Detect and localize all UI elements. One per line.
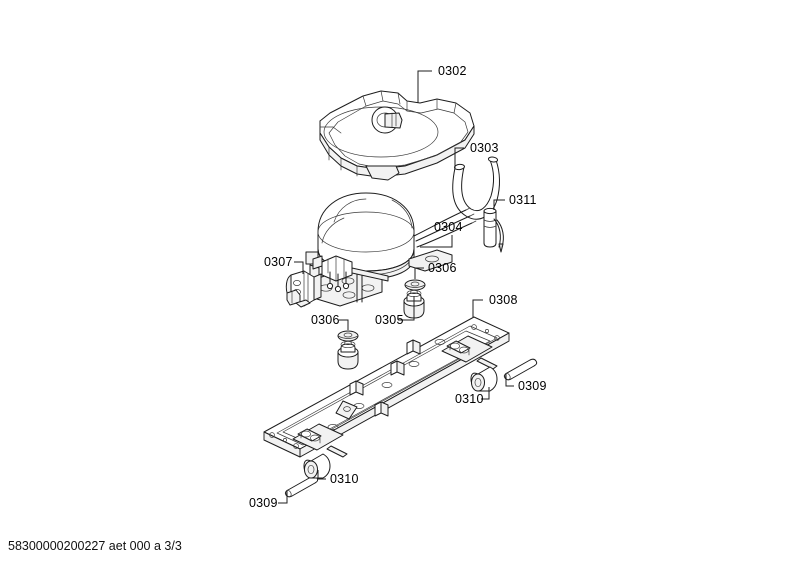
callout-mounting-rail: 0308 <box>472 293 518 317</box>
callout-rail-bushing-lower: 0310 <box>317 470 359 486</box>
leader-line-0309-10 <box>278 491 288 504</box>
leader-line-0302-0 <box>417 70 432 103</box>
part-number-label: 0309 <box>249 496 278 510</box>
part-relay-box-0307 <box>285 270 322 308</box>
part-number-label: 0305 <box>375 313 404 327</box>
callout-mounting-washer-upper: 0306 <box>414 261 457 279</box>
part-number-label: 0307 <box>264 255 293 269</box>
leader-line-0303-1 <box>454 147 464 168</box>
leader-line-0311-12 <box>493 199 505 210</box>
part-rail-bushing-upper-0310 <box>470 366 498 392</box>
part-number-label: 0310 <box>330 472 359 486</box>
part-washer-grommet-lower <box>337 330 359 370</box>
callout-rail-pin-lower: 0309 <box>249 491 288 510</box>
leader-line-0310-11 <box>317 470 326 480</box>
callout-mounting-washer-lower: 0306 <box>311 313 349 330</box>
part-rail-pin-upper-0309 <box>503 358 538 381</box>
leader-line-0309-8 <box>505 374 514 387</box>
callout-relay-starter-box: 0307 <box>264 255 304 274</box>
leader-line-0308-7 <box>472 299 483 317</box>
part-number-label: 0306 <box>311 313 340 327</box>
leader-line-0306-5 <box>339 319 349 330</box>
part-capacitor-0311 <box>483 207 504 253</box>
callout-mounting-grommet: 0305 <box>375 296 415 327</box>
part-number-label: 0309 <box>518 379 547 393</box>
callout-rail-pin-upper: 0309 <box>505 374 547 393</box>
part-number-label: 0303 <box>470 141 499 155</box>
drawing-footer-code: 58300000200227 aet 000 a 3/3 <box>8 539 182 553</box>
callout-capacitor: 0311 <box>493 193 537 210</box>
part-rail-pin-lower-0309 <box>284 475 319 498</box>
part-number-label: 0308 <box>489 293 518 307</box>
leader-line-0304-2 <box>420 235 453 248</box>
part-rail-bushing-lower-0310 <box>303 453 331 479</box>
callout-compressor: 0304 <box>420 220 463 248</box>
part-number-label: 0310 <box>455 392 484 406</box>
part-mounting-rail-0308 <box>263 316 510 458</box>
part-number-label: 0304 <box>434 220 463 234</box>
callout-drain-hose: 0303 <box>454 141 499 168</box>
part-number-label: 0311 <box>509 193 537 207</box>
callout-rail-bushing-upper: 0310 <box>455 387 490 406</box>
callout-drip-tray: 0302 <box>417 64 467 103</box>
part-compressor-0304 <box>305 192 477 307</box>
leader-line-0306-4 <box>414 267 424 279</box>
leader-line-0305-3 <box>398 296 415 321</box>
part-drip-tray-0302 <box>319 90 475 181</box>
leader-line-0307-6 <box>294 261 304 274</box>
part-number-label: 0302 <box>438 64 467 78</box>
callout-layer: 0302 0303 0304 0305 0306 0306 0307 0308 0309 0310… <box>249 64 547 510</box>
leader-line-0310-9 <box>481 387 490 400</box>
part-number-label: 0306 <box>428 261 457 275</box>
